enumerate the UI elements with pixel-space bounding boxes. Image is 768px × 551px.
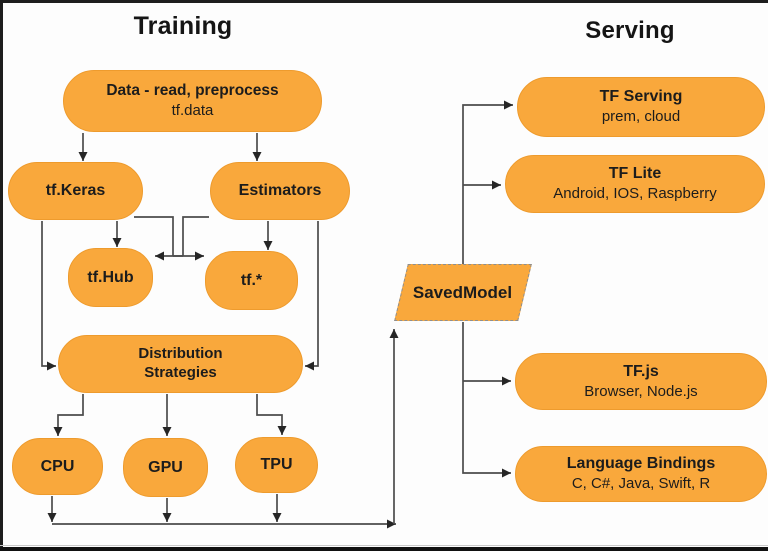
edge-estimators-to-distribution [305, 221, 319, 371]
node-title: tf.* [240, 271, 263, 289]
edge-savedmodel-to-tfserving [462, 100, 513, 264]
node-tpu: TPU [235, 437, 318, 493]
node-tf-lite: TF Lite Android, IOS, Raspberry [505, 155, 765, 213]
node-subtitle: Android, IOS, Raspberry [553, 185, 717, 203]
node-title: TF Serving [599, 88, 683, 106]
edge-keras-stub [134, 216, 174, 256]
node-language-bindings: Language Bindings C, C#, Java, Swift, R [515, 446, 767, 502]
node-subtitle: tf.data [171, 101, 214, 119]
node-title: SavedModel [413, 282, 513, 302]
node-data-read-preprocess: Data - read, preprocess tf.data [63, 70, 322, 132]
node-tf-serving: TF Serving prem, cloud [517, 77, 765, 137]
node-title: Distribution Strategies [138, 345, 223, 381]
edge-estimators-stub [182, 216, 209, 256]
screenshot-bottom-divider [0, 545, 768, 546]
edge-keras-to-distribution [41, 221, 56, 371]
node-title: Estimators [238, 182, 322, 199]
screenshot-bottom-border [0, 547, 768, 551]
node-title: Language Bindings [566, 455, 716, 473]
edge-savedmodel-to-langbind [462, 322, 511, 478]
node-gpu: GPU [123, 438, 208, 497]
edge-distribution-to-cpu [53, 394, 84, 436]
node-tf-hub: tf.Hub [68, 248, 153, 307]
node-subtitle: prem, cloud [601, 108, 681, 126]
training-section-title: Training [133, 12, 233, 40]
node-title: TPU [260, 456, 293, 473]
node-subtitle: C, C#, Java, Swift, R [571, 475, 711, 493]
node-saved-model: SavedModel [394, 264, 532, 321]
edge-distribution-to-tpu [256, 394, 287, 435]
node-tf-js: TF.js Browser, Node.js [515, 353, 767, 410]
serving-section-title: Serving [585, 17, 675, 44]
node-title: TF Lite [608, 165, 662, 183]
screenshot-top-border [0, 0, 768, 3]
node-tf-star: tf.* [205, 251, 298, 310]
screenshot-left-border [0, 0, 3, 551]
node-title: TF.js [623, 362, 659, 380]
node-title: tf.Hub [87, 268, 134, 286]
node-title: CPU [40, 457, 75, 475]
node-title: tf.Keras [45, 182, 106, 199]
node-distribution-strategies: Distribution Strategies [58, 335, 303, 393]
node-subtitle: Browser, Node.js [584, 382, 698, 400]
node-estimators: Estimators [210, 162, 350, 220]
node-title: Data - read, preprocess [106, 82, 279, 100]
node-cpu: CPU [12, 438, 103, 495]
node-title: GPU [148, 458, 183, 476]
node-tf-keras: tf.Keras [8, 162, 143, 220]
